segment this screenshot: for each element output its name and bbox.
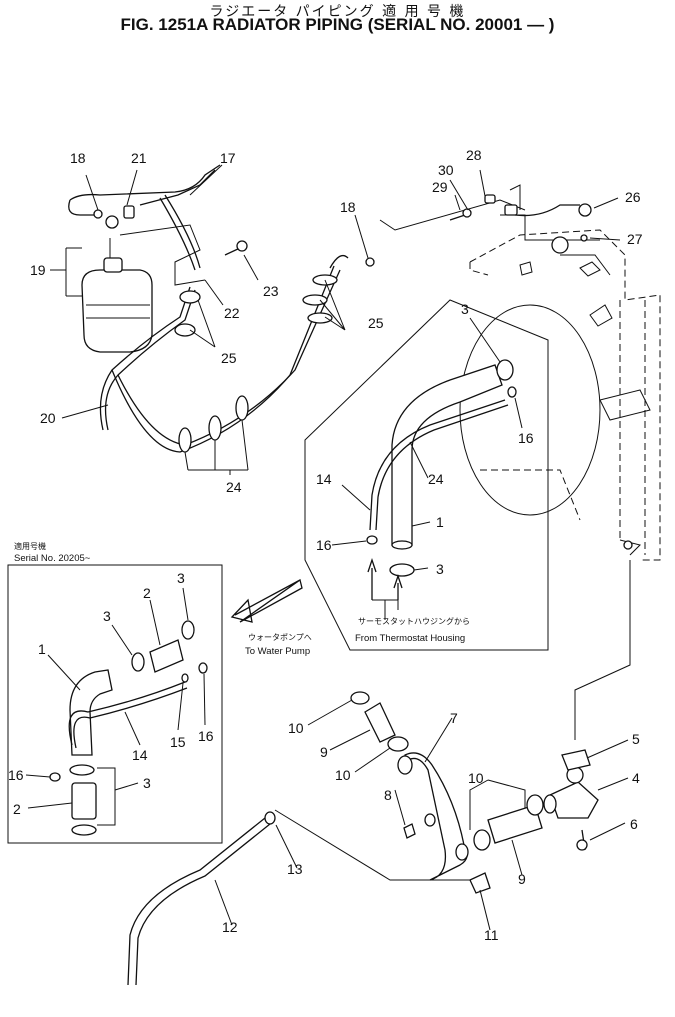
callout-3: 3 [461,301,469,317]
callout-16: 16 [8,767,24,783]
thermostat-label: From Thermostat Housing [355,633,465,644]
callout-25: 25 [221,350,237,366]
radiator-assembly [459,214,661,561]
callout-18: 18 [70,150,86,166]
callout-19: 19 [30,262,46,278]
callout-21: 21 [131,150,147,166]
callout-14: 14 [316,471,332,487]
callout-6: 6 [630,816,638,832]
callout-9: 9 [320,744,328,760]
callout-12: 12 [222,919,238,935]
thermostat-label-jp: サーモスタットハウジングから [358,616,470,626]
overflow-hose-20 [104,289,196,431]
fan-shroud [459,304,601,516]
upper-hose-assembly [366,359,517,577]
figure-title: FIG. 1251A RADIATOR PIPING (SERIAL NO. 2… [120,15,555,34]
inset-parts [49,620,208,836]
callout-9: 9 [518,871,526,887]
inset-label-jp: 適用号機 [14,541,46,551]
callout-24: 24 [428,471,444,487]
callout-16: 16 [518,430,534,446]
callout-3: 3 [177,570,185,586]
callout-3: 3 [103,608,111,624]
water-pump-label-jp: ウォータポンプへ [248,633,312,642]
callout-17: 17 [220,150,236,166]
callout-14: 14 [132,747,148,763]
callout-numbers: 18 21 17 19 22 23 25 25 20 24 18 30 28 2… [8,147,643,943]
reserve-tank [81,215,153,353]
to-water-pump-arrow [230,578,303,623]
tank-cap [103,257,123,273]
callout-29: 29 [432,179,448,195]
callout-8: 8 [384,787,392,803]
callout-11: 11 [484,927,499,943]
callout-1: 1 [436,514,444,530]
callout-16: 16 [198,728,214,744]
callout-26: 26 [625,189,641,205]
callout-24: 24 [226,479,242,495]
callout-27: 27 [627,231,643,247]
title-japanese: ラジエータ パイピング 適 用 号 機 [209,4,466,20]
callout-30: 30 [438,162,454,178]
callout-20: 20 [40,410,56,426]
callout-1: 1 [38,641,46,657]
callout-15: 15 [170,734,186,750]
callout-5: 5 [632,731,640,747]
inset-label-serial: Serial No. 20205~ [14,553,91,564]
callout-7: 7 [450,710,458,726]
callout-2: 2 [143,585,151,601]
callout-28: 28 [466,147,482,163]
callout-16: 16 [316,537,332,553]
callout-22: 22 [224,305,240,321]
callout-3: 3 [436,561,444,577]
callout-25: 25 [368,315,384,331]
radiator-cap [551,236,569,254]
callout-2: 2 [13,801,21,817]
water-pump-label: To Water Pump [245,646,310,657]
callout-10: 10 [468,770,484,786]
lower-hose-assembly [127,560,631,986]
callout-13: 13 [287,861,303,877]
leader-lines [25,164,629,931]
inset-box [7,564,223,844]
callout-10: 10 [335,767,351,783]
callout-10: 10 [288,720,304,736]
callout-3: 3 [143,775,151,791]
callout-23: 23 [263,283,279,299]
callout-18: 18 [340,199,356,215]
callout-4: 4 [632,770,640,786]
